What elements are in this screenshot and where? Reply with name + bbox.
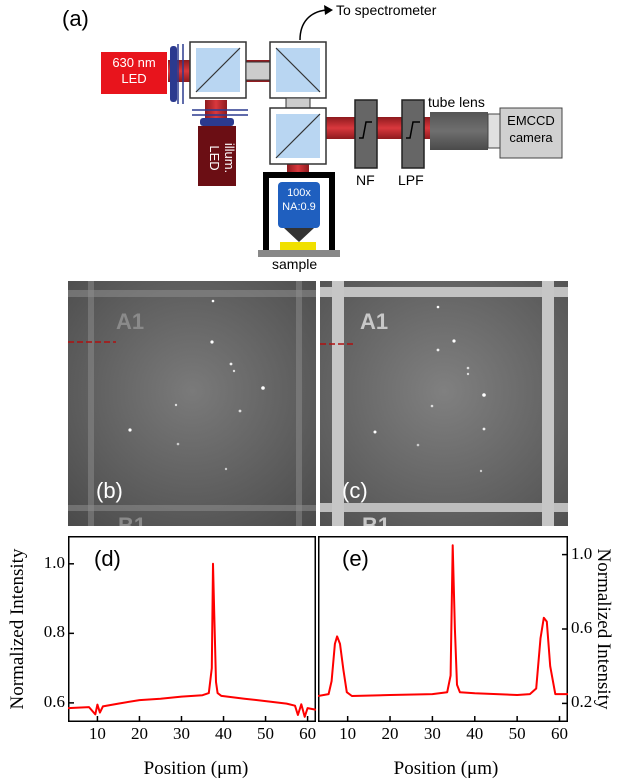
x-tick-label-e-60: 60 xyxy=(551,724,569,743)
long-pass-filter xyxy=(401,99,425,169)
beamsplitter-cube-3 xyxy=(269,107,327,165)
nf-label: NF xyxy=(356,172,375,188)
microscope-image-b: A1 B1 xyxy=(68,281,316,526)
spectrometer-arrow xyxy=(299,9,327,41)
y-tick-label-e-0.2: 0.2 xyxy=(571,692,593,712)
xlabel-e: Position (μm) xyxy=(393,758,499,779)
illum-led-label: illum. LED xyxy=(207,142,237,174)
x-tick-label-d-40: 40 xyxy=(215,724,233,743)
x-tick-label-d-20: 20 xyxy=(130,724,148,743)
x-tick-label-d-60: 60 xyxy=(299,724,317,743)
led-630 xyxy=(101,52,167,94)
y-tick-label-d-0.8: 0.8 xyxy=(43,622,65,642)
panel-e-label: (e) xyxy=(342,546,369,571)
x-tick-label-d-30: 30 xyxy=(172,724,190,743)
tube-lens xyxy=(430,112,488,150)
sample-label: sample xyxy=(272,256,318,272)
grid-mark-a1-b: A1 xyxy=(116,309,144,334)
microscope-image-c: A1 B1 xyxy=(320,281,568,526)
panel-d-label: (d) xyxy=(94,546,121,571)
x-tick-label-e-40: 40 xyxy=(466,724,484,743)
x-tick-label-d-50: 50 xyxy=(257,724,275,743)
x-tick-label-e-30: 30 xyxy=(423,724,441,743)
grid-mark-a1-c: A1 xyxy=(360,309,388,334)
panel-b-label: (b) xyxy=(96,478,123,503)
to-spectrometer-label: To spectrometer xyxy=(336,2,437,18)
spectrometer-arrowhead xyxy=(324,5,333,15)
y-tick-label-d-0.6: 0.6 xyxy=(43,691,65,711)
y-tick-label-d-1.0: 1.0 xyxy=(43,552,65,572)
emccd-camera xyxy=(499,107,563,159)
beamsplitter-cube-1 xyxy=(189,41,247,99)
led-630-label: 630 nm LED xyxy=(112,55,156,86)
microscope-frame xyxy=(263,172,335,250)
illum-led xyxy=(198,126,236,186)
tube-lens-label: tube lens xyxy=(428,94,485,110)
x-tick-label-e-20: 20 xyxy=(381,724,399,743)
x-tick-label-e-10: 10 xyxy=(339,724,357,743)
panel-a-label: (a) xyxy=(62,6,89,31)
stage xyxy=(258,250,340,257)
beamsplitter-cube-2 xyxy=(269,41,327,99)
plot-d xyxy=(68,536,316,722)
y-tick-label-e-0.6: 0.6 xyxy=(571,618,593,637)
x-tick-label-d-10: 10 xyxy=(88,724,106,743)
panel-c-label: (c) xyxy=(342,478,368,503)
x-tick-label-e-50: 50 xyxy=(508,724,526,743)
objective-label: 100x NA:0.9 xyxy=(282,187,316,213)
notch-filter xyxy=(354,99,378,169)
grid-mark-b1-c: B1 xyxy=(362,513,390,526)
lpf-label: LPF xyxy=(398,172,424,188)
objective xyxy=(278,182,320,228)
setup-schematic xyxy=(101,5,563,257)
camera-label: EMCCD camera xyxy=(507,113,555,145)
y-tick-label-e-1.0: 1.0 xyxy=(571,543,593,563)
profile-series-d xyxy=(68,562,316,718)
profile-series-e xyxy=(318,544,568,697)
xlabel-d: Position (μm) xyxy=(143,758,249,779)
sample-slide xyxy=(280,242,316,252)
grid-mark-b1-b: B1 xyxy=(118,513,146,526)
ylabel-d: Normalized Intensity xyxy=(7,548,28,710)
plot-e xyxy=(318,536,568,722)
